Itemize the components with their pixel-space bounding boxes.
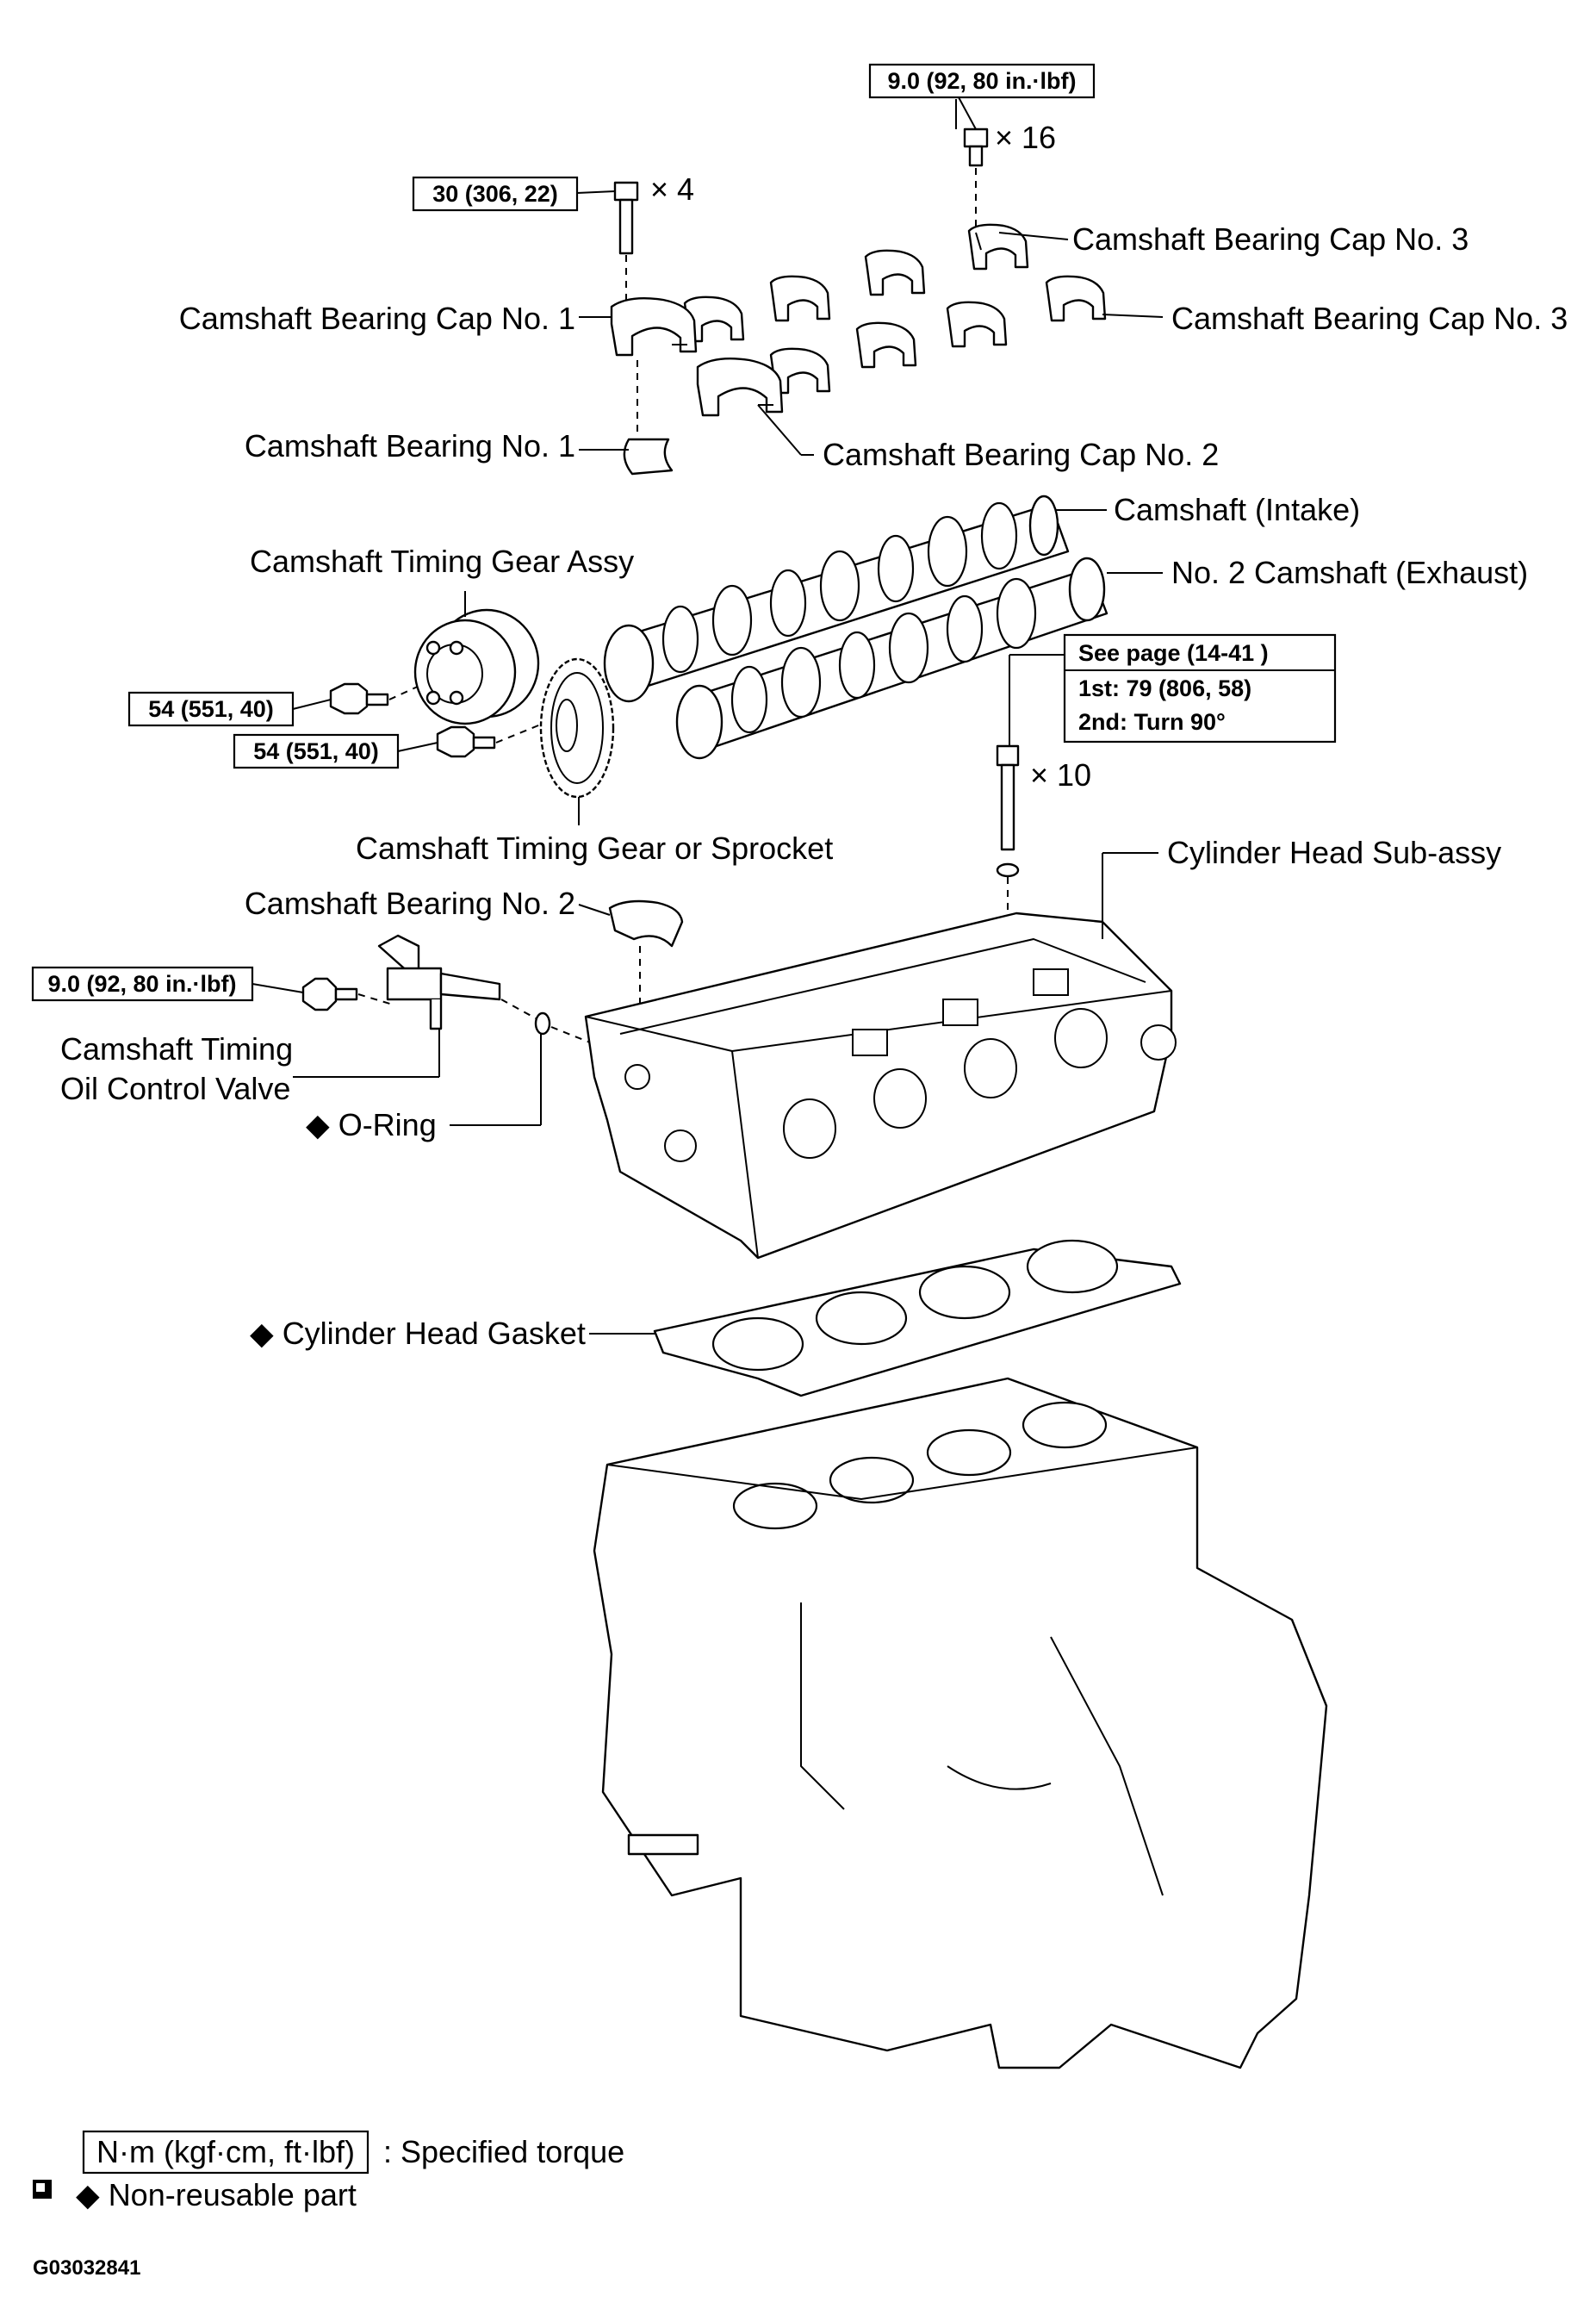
cap1-bolt-icon [613,181,639,255]
ocv-bolt-icon [301,977,358,1011]
engine-block [593,1377,1328,2069]
label-bearing2: Camshaft Bearing No. 2 [245,886,575,921]
cylinder-head-gasket [653,1239,1182,1397]
book-icon [33,2180,52,2199]
torque-box-ocv-bolt: 9.0 (92, 80 in.·lbf) [31,966,254,1002]
qty-cap1-bolt: × 4 [650,171,694,207]
label-o-ring: ◆ O-Ring [306,1107,437,1142]
torque-sprocket-bolt-text: 54 (551, 40) [253,738,379,764]
label-ocv-line2: Oil Control Valve [60,1071,290,1106]
label-cap3-top: Camshaft Bearing Cap No. 3 [1072,221,1469,257]
label-camshaft-exhaust: No. 2 Camshaft (Exhaust) [1171,555,1528,590]
timing-sprocket [539,657,615,799]
bearing-2-shell [608,899,684,948]
head-bolt-step1-text: 1st: 79 (806, 58) [1078,675,1251,701]
head-bolt-icon [996,744,1020,878]
torque-box-gear-bolt: 54 (551, 40) [127,691,295,727]
label-cap1: Camshaft Bearing Cap No. 1 [179,301,575,336]
cap-bolt-icon [955,99,989,167]
label-timing-gear-sprocket: Camshaft Timing Gear or Sprocket [356,831,833,866]
label-ocv-line1: Camshaft Timing [60,1031,293,1067]
label-timing-gear-assy: Camshaft Timing Gear Assy [250,544,634,579]
torque-box-cap1-bolt: 30 (306, 22) [412,176,579,212]
legend-unit-box: N·m (kgf·cm, ft·lbf) [96,2134,355,2169]
legend-non-reusable: ◆ Non-reusable part [76,2177,357,2212]
torque-gear-bolt-text: 54 (551, 40) [148,696,274,722]
timing-gear-assy [413,608,540,725]
label-gasket: ◆ Cylinder Head Gasket [250,1316,586,1351]
camshaft-exhaust [675,557,1109,760]
label-bearing1: Camshaft Bearing No. 1 [245,428,575,464]
torque-cap-bolt-text: 9.0 (92, 80 in.·lbf) [887,68,1076,94]
bearing-caps [610,223,1107,417]
camshaft-intake [603,495,1070,703]
legend-unit-desc: : Specified torque [383,2134,624,2169]
bearing-1-shell [623,438,674,476]
sprocket-bolt-icon [436,725,496,758]
qty-cap-bolt: × 16 [995,120,1056,155]
torque-cap1-bolt-text: 30 (306, 22) [432,181,558,207]
label-camshaft-intake: Camshaft (Intake) [1114,492,1360,527]
torque-box-sprocket-bolt: 54 (551, 40) [233,733,400,769]
torque-box-cap-bolt: 9.0 (92, 80 in.·lbf) [868,63,1096,99]
gear-bolt-icon [329,682,389,715]
torque-box-head-bolt: See page (14-41 ) 1st: 79 (806, 58) 2nd:… [1063,633,1337,744]
head-bolt-step2-text: 2nd: Turn 90° [1078,709,1226,735]
cylinder-head [584,912,1177,1260]
figure-id: G03032841 [33,2256,140,2280]
label-cap2: Camshaft Bearing Cap No. 2 [823,437,1219,472]
label-cylinder-head: Cylinder Head Sub-assy [1167,835,1501,870]
torque-ocv-bolt-text: 9.0 (92, 80 in.·lbf) [47,971,236,997]
head-bolt-title-text: See page (14-41 ) [1078,640,1269,666]
oil-control-valve [377,934,501,1030]
qty-head-bolt: × 10 [1030,757,1091,793]
o-ring [534,1011,551,1036]
label-cap3-right: Camshaft Bearing Cap No. 3 [1171,301,1568,336]
legend: N·m (kgf·cm, ft·lbf) : Specified torque … [33,2130,624,2212]
